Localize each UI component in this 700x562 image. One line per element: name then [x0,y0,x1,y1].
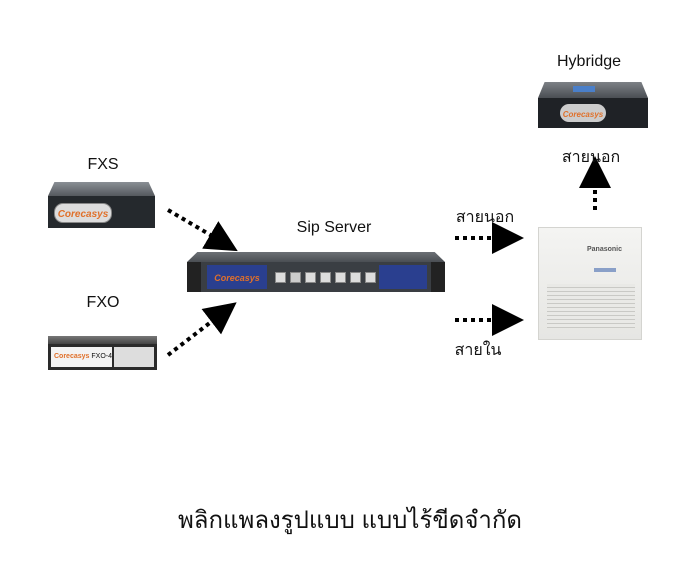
fxo-gateway-device: Corecasys FXO-4 [48,336,157,372]
fxs-label: FXS [87,156,119,173]
brand-logo: Corecasys [57,209,109,220]
fxs-gateway-device: Corecasys [48,182,155,230]
fxo-label: FXO [86,294,120,311]
hybridge-line-label: สายนอก [561,149,621,166]
hybridge-device: Corecasys [538,82,648,130]
hybridge-label: Hybridge [556,53,622,70]
pbx-brand: Panasonic [587,246,623,253]
ethernet-ports [275,272,391,283]
inside-line-label: สายใน [454,342,502,359]
arrow-fxs-to-server [166,208,238,252]
brand-logo: Corecasys [54,353,90,360]
outside-line-label: สายนอก [455,209,515,226]
brand-logo: Corecasys [214,273,260,283]
fxo-model: FXO-4 [91,353,112,360]
arrow-fxo-to-server [166,302,237,357]
caption: พลิกแพลงรูปแบบ แบบไร้ขีดจำกัด [177,507,523,534]
pbx-device: Panasonic [538,227,642,340]
brand-logo: Corecasys [562,110,604,119]
sip-server-label: Sip Server [296,219,372,236]
sip-server-device: Corecasys [187,252,445,300]
